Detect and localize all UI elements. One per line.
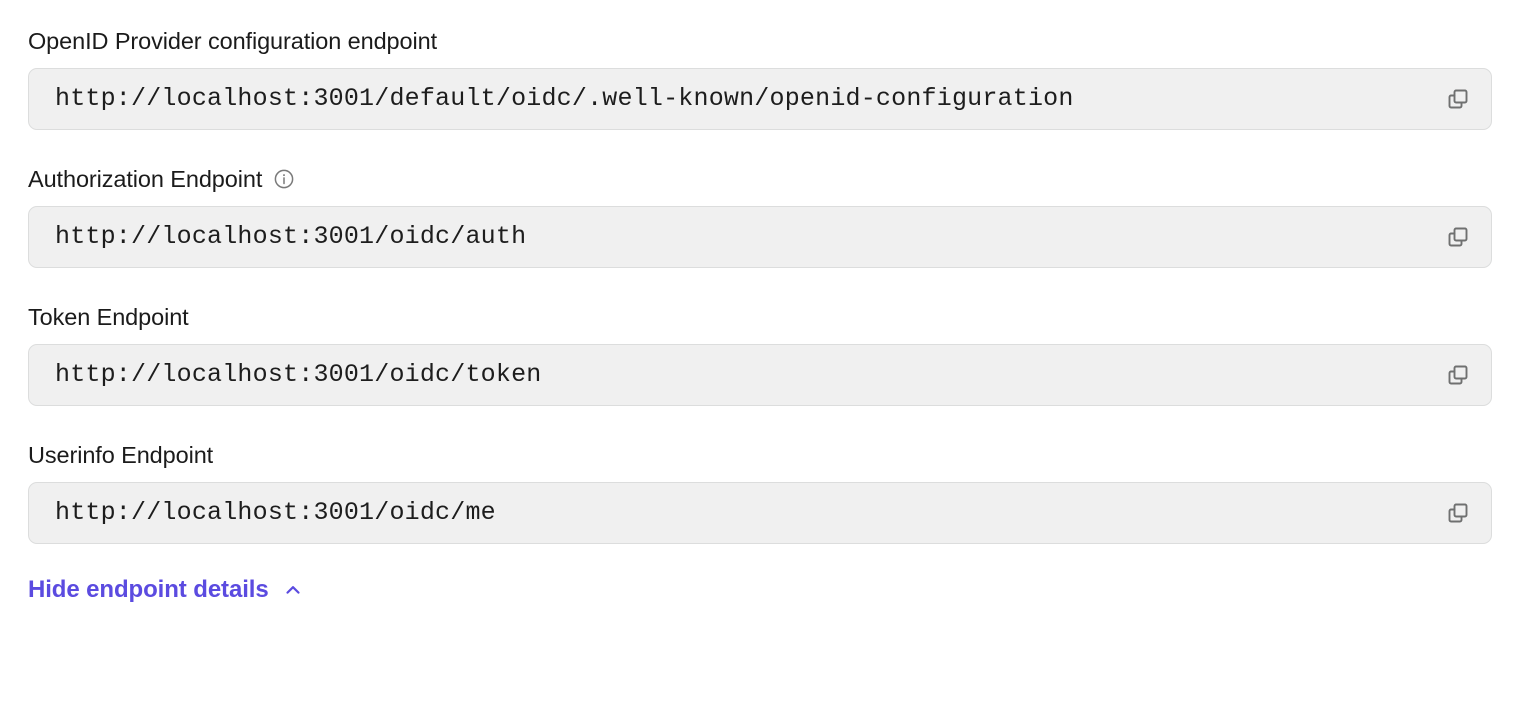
field-label-row: Authorization Endpoint	[28, 166, 1492, 192]
endpoint-value-openid-configuration[interactable]: http://localhost:3001/default/oidc/.well…	[55, 84, 1074, 113]
copy-icon	[1445, 224, 1471, 250]
endpoint-value-box-userinfo[interactable]: http://localhost:3001/oidc/me	[28, 482, 1492, 544]
copy-icon	[1445, 500, 1471, 526]
copy-button-userinfo[interactable]	[1441, 496, 1475, 530]
endpoint-field-authorization: Authorization Endpoint http://localhost:…	[28, 166, 1492, 268]
chevron-up-icon	[283, 580, 303, 600]
endpoint-value-box-openid-configuration[interactable]: http://localhost:3001/default/oidc/.well…	[28, 68, 1492, 130]
endpoint-field-token: Token Endpoint http://localhost:3001/oid…	[28, 304, 1492, 406]
copy-button-authorization[interactable]	[1441, 220, 1475, 254]
endpoint-field-openid-configuration: OpenID Provider configuration endpoint h…	[28, 28, 1492, 130]
hide-endpoint-details-toggle[interactable]: Hide endpoint details	[28, 576, 303, 604]
endpoint-field-userinfo: Userinfo Endpoint http://localhost:3001/…	[28, 442, 1492, 544]
endpoint-value-box-authorization[interactable]: http://localhost:3001/oidc/auth	[28, 206, 1492, 268]
endpoint-value-authorization[interactable]: http://localhost:3001/oidc/auth	[55, 222, 527, 251]
field-label-row: Token Endpoint	[28, 304, 1492, 330]
endpoint-label-userinfo: Userinfo Endpoint	[28, 442, 214, 468]
endpoint-label-authorization: Authorization Endpoint	[28, 166, 263, 192]
copy-icon	[1445, 362, 1471, 388]
endpoint-value-token[interactable]: http://localhost:3001/oidc/token	[55, 360, 542, 389]
field-label-row: OpenID Provider configuration endpoint	[28, 28, 1492, 54]
hide-endpoint-details-label: Hide endpoint details	[28, 576, 269, 603]
copy-button-openid-configuration[interactable]	[1441, 82, 1475, 116]
copy-button-token[interactable]	[1441, 358, 1475, 392]
copy-icon	[1445, 86, 1471, 112]
endpoint-value-userinfo[interactable]: http://localhost:3001/oidc/me	[55, 498, 496, 527]
endpoint-value-box-token[interactable]: http://localhost:3001/oidc/token	[28, 344, 1492, 406]
field-label-row: Userinfo Endpoint	[28, 442, 1492, 468]
endpoint-label-token: Token Endpoint	[28, 304, 189, 330]
endpoint-label-openid-configuration: OpenID Provider configuration endpoint	[28, 28, 438, 54]
info-icon[interactable]	[273, 168, 295, 190]
